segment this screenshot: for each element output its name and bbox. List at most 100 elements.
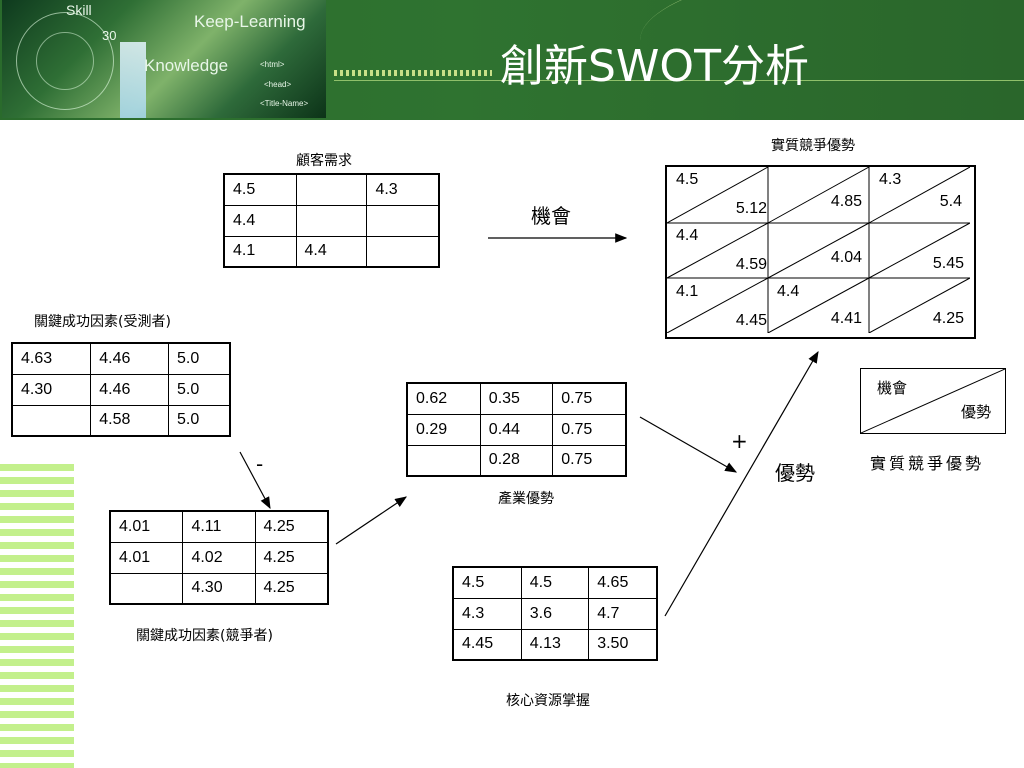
table-cell xyxy=(406,444,481,477)
table-cell: 4.25 xyxy=(254,541,329,574)
table-cell xyxy=(295,173,368,206)
arrow-ksf-tested-to-competitor xyxy=(239,451,271,510)
table-cell: 4.30 xyxy=(182,572,256,605)
table-cell xyxy=(109,572,184,605)
advantage-grid-lines xyxy=(667,167,970,333)
table-cell: 4.5 xyxy=(223,173,297,206)
arrow-competitor-to-industry xyxy=(335,496,407,545)
legend-box: 機會 優勢 xyxy=(860,368,1006,434)
table-cell: 0.62 xyxy=(406,382,481,415)
table-cell: 4.01 xyxy=(109,510,184,543)
label-core-resources: 核心資源掌握 xyxy=(506,693,590,709)
table-cell: 4.25 xyxy=(254,572,329,605)
table-cell xyxy=(11,404,92,437)
table-cell: 4.11 xyxy=(182,510,256,543)
table-cell: 5.0 xyxy=(167,373,231,406)
advantage-cell-1-2-bottom: 5.45 xyxy=(932,255,964,272)
table-cell xyxy=(366,235,440,268)
table-cell: 3.6 xyxy=(520,597,590,630)
logo-text-30: 30 xyxy=(102,28,117,43)
table-cell: 4.63 xyxy=(11,342,92,375)
legend-advantage: 優勢 xyxy=(960,403,991,421)
table-cell: 4.7 xyxy=(588,597,658,630)
table-cell: 4.4 xyxy=(295,235,368,268)
advantage-cell-0-2-bottom: 5.4 xyxy=(939,193,962,210)
table-cell: 3.50 xyxy=(588,628,658,661)
table-cell: 4.45 xyxy=(452,628,522,661)
logo-text-skill: Skill xyxy=(66,2,92,18)
table-cell: 4.01 xyxy=(109,541,184,574)
label-industry-advantage: 產業優勢 xyxy=(498,491,554,507)
header-rule-line xyxy=(334,80,1024,81)
logo-inner-circle-decoration xyxy=(36,32,94,90)
advantage-cell-2-0-top: 4.1 xyxy=(676,283,699,300)
logo-text-head: <head> xyxy=(264,80,292,89)
label-ksf-tested: 關鍵成功因素(受測者) xyxy=(34,314,171,330)
label-advantage: 優勢 xyxy=(775,461,815,485)
table-cell: 0.75 xyxy=(552,382,627,415)
logo-text-keep-learning: Keep-Learning xyxy=(194,12,306,31)
advantage-cell-0-2-top: 4.3 xyxy=(879,171,902,188)
advantage-cell-0-0-bottom: 5.12 xyxy=(735,200,767,217)
label-minus: - xyxy=(256,452,264,476)
advantage-cell-1-1-bottom: 4.04 xyxy=(830,249,862,266)
legend-caption: 實質競爭優勢 xyxy=(870,454,985,473)
table-cell: 4.3 xyxy=(366,173,440,206)
table-row: 4.4 xyxy=(223,204,440,237)
legend-diagonal xyxy=(861,369,1005,433)
arrow-industry-to-advantage xyxy=(639,416,738,473)
legend-opportunity: 機會 xyxy=(877,379,908,397)
left-stripe-decoration xyxy=(0,464,74,768)
logo-text-title-name: <Title-Name> xyxy=(260,99,309,108)
header-dotted-line xyxy=(334,70,492,76)
table-cell: 0.29 xyxy=(406,413,481,446)
advantage-cell-1-0-top: 4.4 xyxy=(676,227,699,244)
logo-waterfall xyxy=(120,42,146,118)
table-cell: 0.28 xyxy=(479,444,554,477)
table-cell: 4.3 xyxy=(452,597,522,630)
table-cell: 0.75 xyxy=(552,413,627,446)
table-cell xyxy=(295,204,368,237)
table-row: 4.5 4.3 xyxy=(223,173,440,206)
table-cell: 4.58 xyxy=(90,404,169,437)
label-plus: + xyxy=(731,429,748,453)
table-cell: 5.0 xyxy=(167,404,231,437)
header-banner: Skill Keep-Learning 30 Knowledge <html> … xyxy=(0,0,1024,120)
table-cell: 5.0 xyxy=(167,342,231,375)
table-cell: 0.35 xyxy=(479,382,554,415)
actual-competitive-advantage-grid: 4.5 5.12 4.85 4.3 5.4 4.4 4.59 4.04 5.45… xyxy=(665,165,976,339)
table-cell: 4.65 xyxy=(588,566,658,599)
header-logo-image: Skill Keep-Learning 30 Knowledge <html> … xyxy=(2,0,326,118)
logo-text-knowledge: Knowledge xyxy=(144,56,229,75)
table-cell: 4.4 xyxy=(223,204,297,237)
table-cell: 4.46 xyxy=(90,373,169,406)
logo-circle-decoration xyxy=(16,12,114,110)
logo-text-html: <html> xyxy=(260,60,285,69)
advantage-cell-0-0-top: 4.5 xyxy=(676,171,699,188)
advantage-cell-0-1-bottom: 4.85 xyxy=(830,193,862,210)
advantage-cell-2-1-top: 4.4 xyxy=(777,283,800,300)
label-actual-competitive-advantage: 實質競爭優勢 xyxy=(771,138,855,154)
table-cell: 4.5 xyxy=(520,566,590,599)
arrow-core-to-advantage-grid xyxy=(664,350,819,617)
label-opportunity: 機會 xyxy=(531,204,571,228)
table-cell: 4.46 xyxy=(90,342,169,375)
table-cell: 4.02 xyxy=(182,541,256,574)
advantage-cell-2-0-bottom: 4.45 xyxy=(735,312,767,329)
table-cell: 0.75 xyxy=(552,444,627,477)
